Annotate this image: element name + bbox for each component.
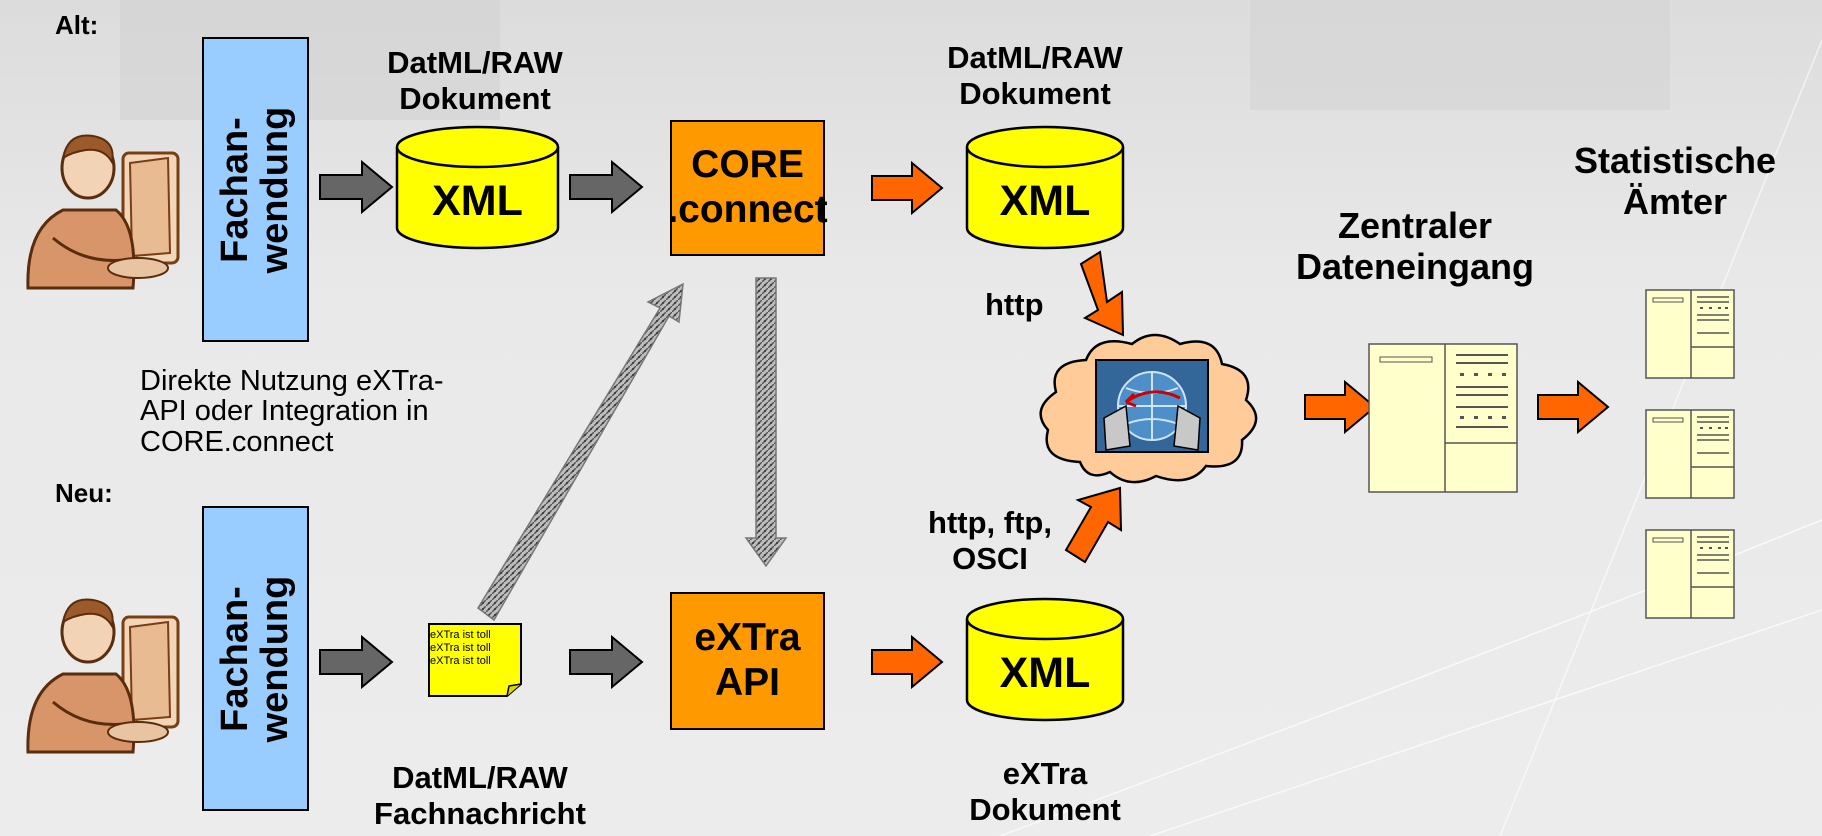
person-at-computer-icon [26,134,180,290]
memo-line: eXTra ist toll [430,642,491,655]
xml-cylinder-text: XML [432,177,523,225]
form-document-icon [1645,289,1735,379]
orange-arrow [1064,486,1123,564]
form-document-icon [1645,529,1735,619]
gray-arrow [319,159,394,215]
xml-cylinder-1: XML [395,125,560,250]
form-document-icon [1645,409,1735,499]
form-document-icon [1368,343,1518,493]
orange-arrow [1079,250,1125,337]
http-ftp-osci-label: http, ftp,OSCI [928,505,1052,576]
fachanwendung-box-old: Fachan-wendung [202,37,309,342]
gray-arrow [569,634,644,690]
orange-arrow [871,160,944,216]
section-old-label: Alt: [55,10,99,40]
hatched-arrow [744,277,788,568]
gray-arrow [319,634,394,690]
person-at-computer-icon [26,598,180,754]
gray-arrow [569,159,644,215]
xml-cylinder-text: XML [999,649,1091,697]
orange-arrow [1304,379,1377,435]
xml-cylinder-2: XML [965,125,1125,250]
hatched-arrow [477,282,684,622]
memo-line: eXTra ist toll [430,655,491,668]
memo-line: eXTra ist toll [430,629,491,641]
xml-cylinder-text: XML [999,177,1091,225]
section-new-label: Neu: [55,478,113,508]
network-cloud-icon [1039,333,1258,484]
integration-note: Direkte Nutzung eXTra-API oder Integrati… [140,365,444,458]
orange-arrow [871,634,944,690]
note-icon: eXTra ist toll eXTra ist toll eXTra ist … [425,620,525,698]
xml-cylinder-3: XML [965,597,1125,722]
orange-arrow [1537,379,1610,435]
http-label: http [985,287,1044,322]
fachanwendung-box-new: Fachan-wendung [202,506,309,811]
core-connect-box: CORE.connect [667,120,828,256]
